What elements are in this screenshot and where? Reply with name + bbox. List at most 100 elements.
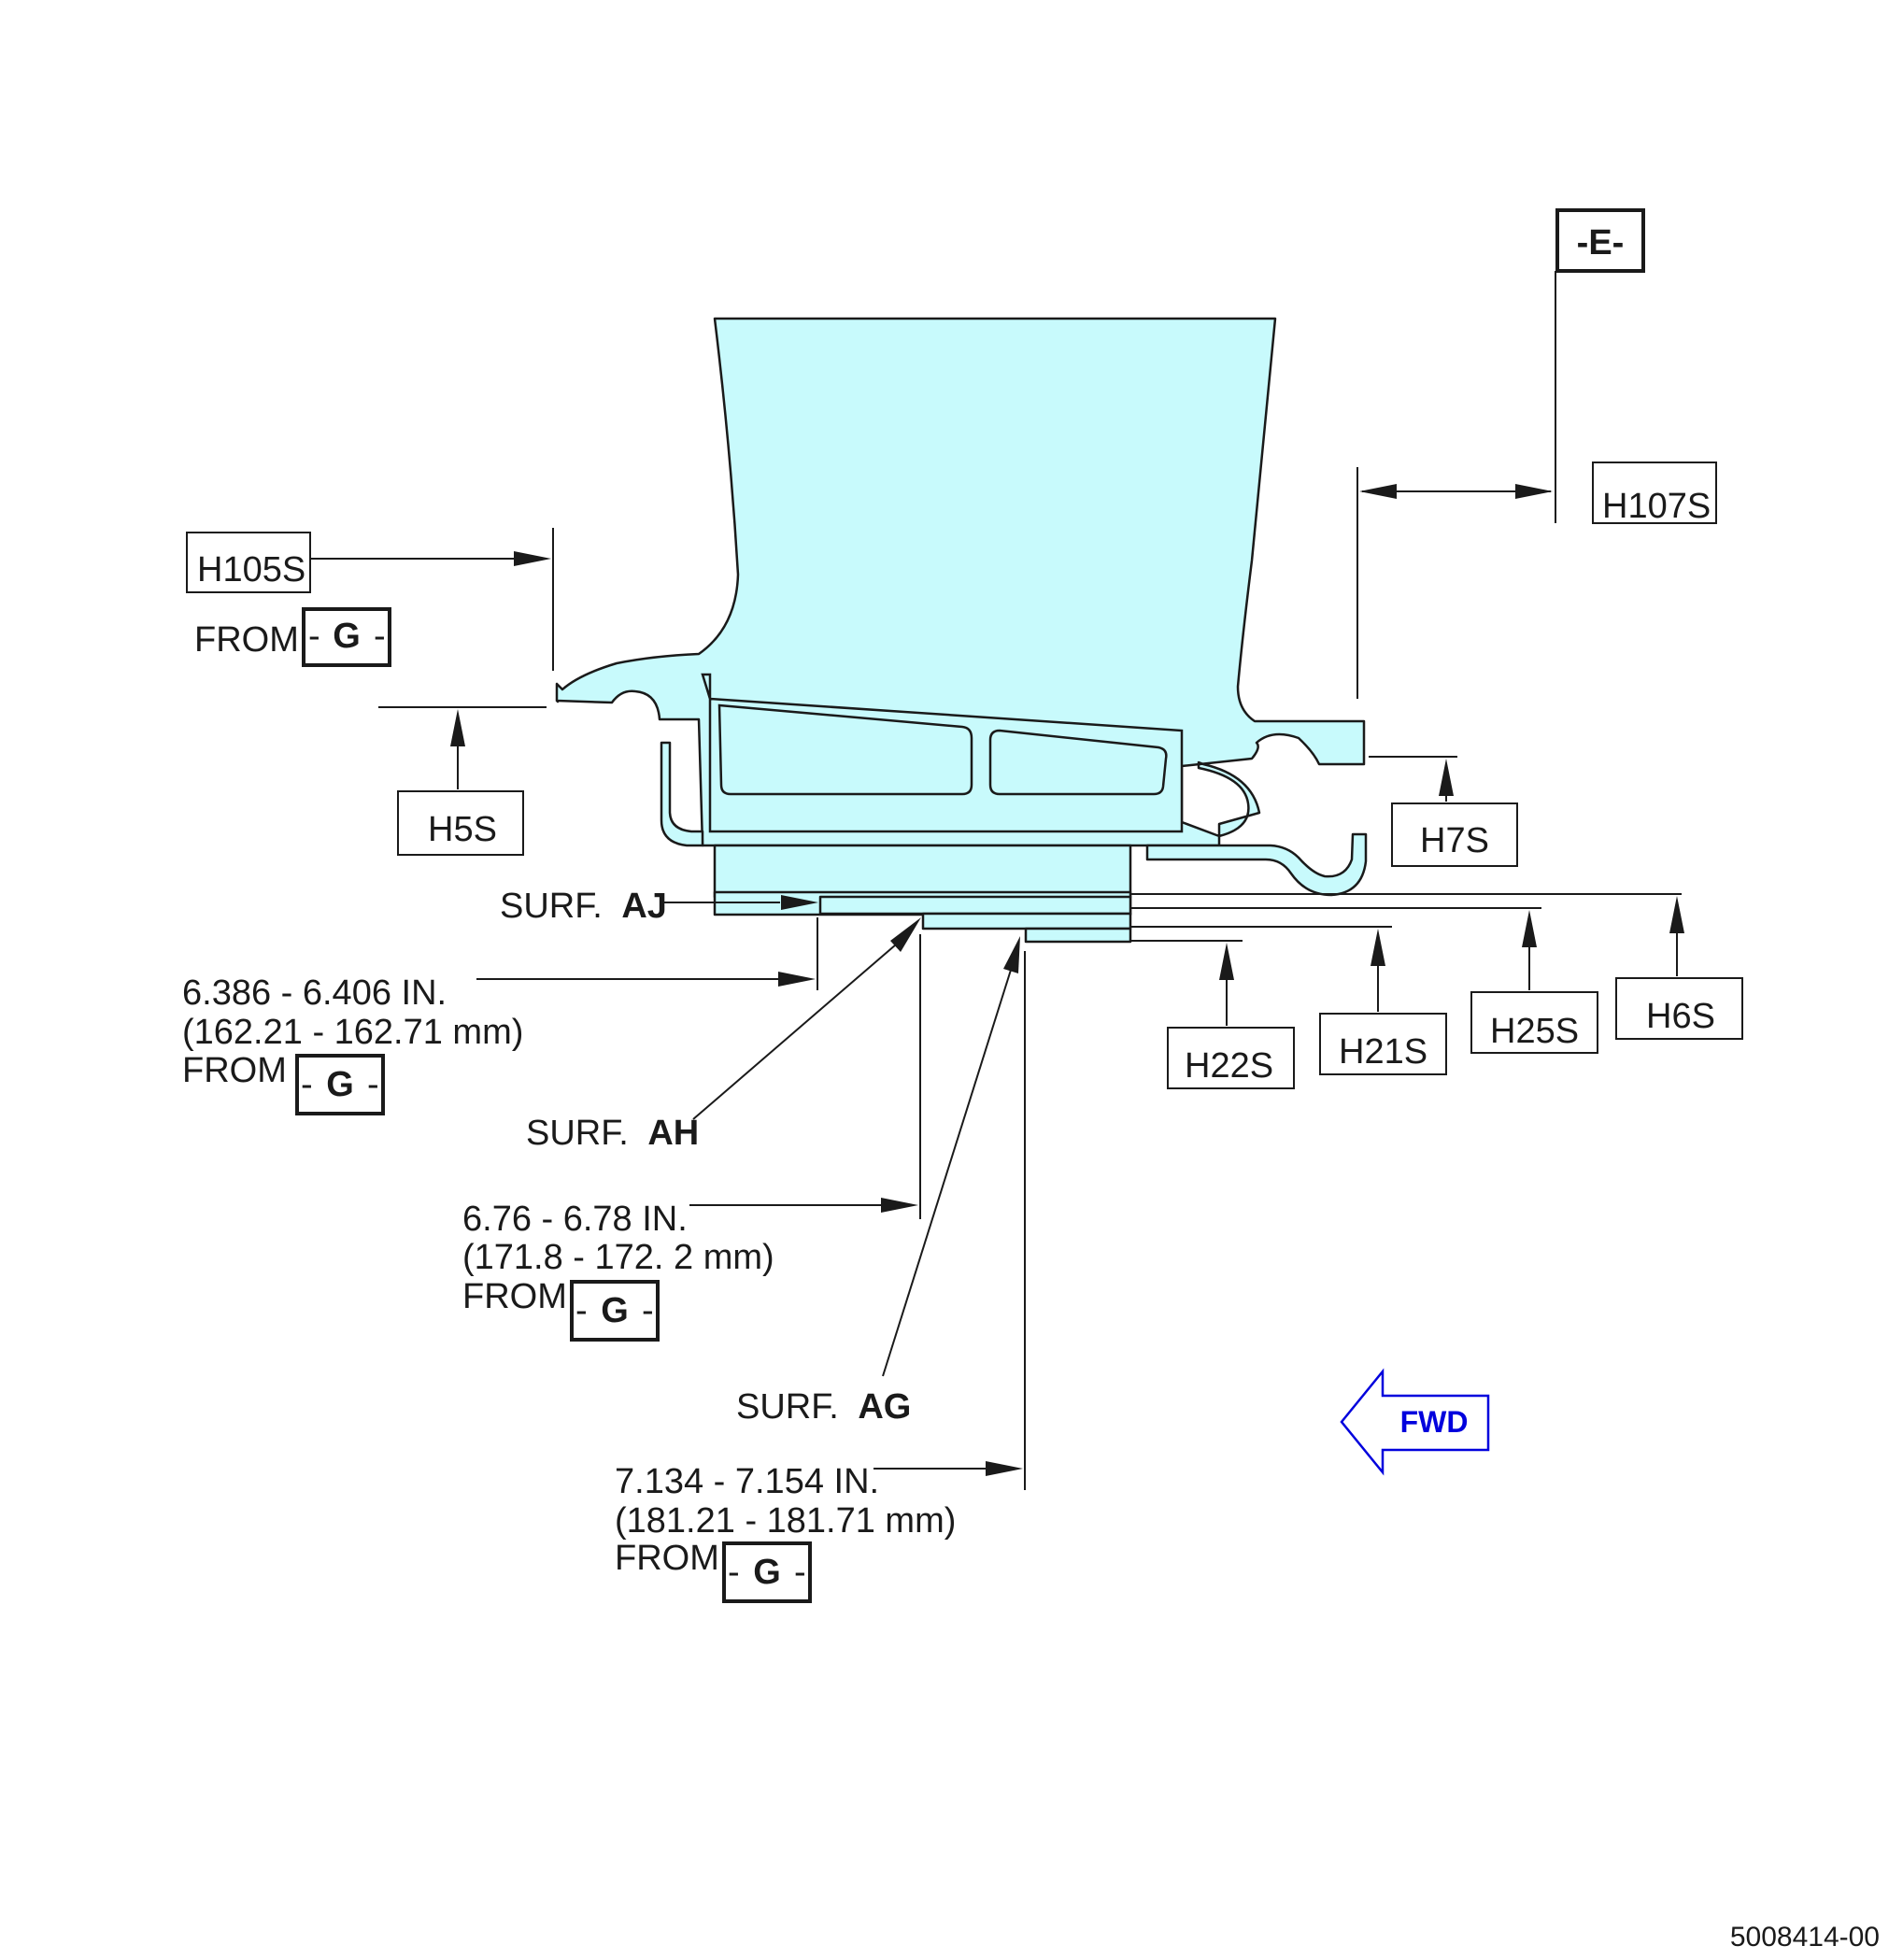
datum-g-dash-right: -	[794, 1553, 806, 1592]
d1-arrowhead	[778, 972, 816, 987]
datum-g-label: G	[753, 1553, 781, 1592]
fwd-direction-indicator: FWD	[1340, 1368, 1490, 1476]
surf-ah-code: AH	[647, 1114, 699, 1153]
h7s-label: H7S	[1420, 821, 1489, 860]
surf-ag-label: SURF. AG	[736, 1387, 911, 1427]
d2-arrowhead	[881, 1198, 918, 1213]
h7s-arrowhead	[1439, 759, 1454, 796]
tag-h21s: H21S	[1319, 1013, 1447, 1075]
surf-prefix: SURF.	[500, 887, 603, 926]
from-label: FROM	[194, 620, 299, 660]
cavity-left	[717, 703, 973, 796]
h107s-arrowhead-left	[1359, 484, 1397, 499]
h6s-label: H6S	[1646, 997, 1715, 1036]
surf-ag-code: AG	[858, 1387, 911, 1427]
h25s-box	[1470, 991, 1598, 1054]
drawing-number: 5008414-00	[1730, 1922, 1880, 1953]
shank-block	[713, 844, 1132, 899]
h21s-label: H21S	[1339, 1032, 1427, 1072]
surf-prefix: SURF.	[736, 1387, 839, 1427]
from-g-h105s: FROM - G -	[194, 607, 391, 667]
d3-mm: (181.21 - 181.71 mm)	[615, 1501, 956, 1541]
datum-g-box	[722, 1541, 812, 1603]
datum-g-dash-right: -	[367, 1065, 379, 1104]
h25s-arrowhead	[1522, 910, 1537, 947]
datum-g-label: G	[333, 617, 361, 656]
surf-ag-arrowhead	[1003, 936, 1020, 973]
dimension-d2: 6.76 - 6.78 IN. (171.8 - 172. 2 mm) FROM…	[462, 1200, 774, 1342]
h5s-box	[397, 790, 524, 856]
surf-ah-arrowhead	[890, 917, 921, 952]
h5s-label: H5S	[428, 810, 497, 849]
tag-h105s: H105S	[186, 532, 311, 593]
surf-ah-label: SURF. AH	[526, 1114, 699, 1153]
h105s-box	[186, 532, 311, 593]
h107s-label: H107S	[1602, 487, 1711, 526]
datum-g-dash-right: -	[642, 1291, 654, 1330]
tag-h7s: H7S	[1391, 802, 1518, 867]
from-label: FROM	[462, 1277, 567, 1316]
dimension-d3: 7.134 - 7.154 IN. (181.21 - 181.71 mm) F…	[615, 1462, 956, 1603]
surf-aj-label: SURF. AJ	[500, 887, 667, 926]
surf-prefix: SURF.	[526, 1114, 629, 1153]
d3-inches: 7.134 - 7.154 IN.	[615, 1462, 879, 1501]
datum-g-dash-left: -	[728, 1553, 740, 1592]
h25s-label: H25S	[1490, 1012, 1579, 1051]
cavity-right	[988, 729, 1168, 796]
datum-g-box	[570, 1280, 660, 1342]
d2-mm: (171.8 - 172. 2 mm)	[462, 1238, 774, 1277]
surf-ah-leader	[692, 938, 903, 1120]
h107s-box	[1592, 462, 1717, 524]
from-label: FROM	[182, 1051, 287, 1090]
surf-aj-callout: SURF. AJ	[500, 887, 667, 926]
surf-aj-arrowhead	[781, 895, 818, 910]
h21s-arrowhead	[1371, 929, 1385, 966]
d2-inches: 6.76 - 6.78 IN.	[462, 1200, 688, 1239]
datum-e-label: -E-	[1577, 223, 1625, 263]
datum-g-label: G	[601, 1291, 629, 1330]
d3-arrowhead	[986, 1461, 1023, 1476]
blade-part	[555, 317, 1368, 944]
h6s-arrowhead	[1669, 896, 1684, 933]
root-step-ag	[921, 912, 1132, 930]
h21s-box	[1319, 1013, 1447, 1075]
h22s-arrowhead	[1219, 943, 1234, 980]
datum-g-box	[302, 607, 391, 667]
rear-hook	[1145, 832, 1368, 897]
tag-h25s: H25S	[1470, 991, 1598, 1054]
tag-h22s: H22S	[1167, 1027, 1295, 1089]
h7s-box	[1391, 802, 1518, 867]
root-step-bottom	[1024, 927, 1132, 944]
from-label: FROM	[615, 1539, 719, 1578]
h5s-arrowhead	[450, 709, 465, 746]
datum-e-box	[1555, 208, 1645, 273]
fwd-arrow-icon	[1340, 1368, 1490, 1476]
tag-h5s: H5S	[397, 790, 524, 856]
surf-aj-code: AJ	[621, 887, 667, 926]
h22s-box	[1167, 1027, 1295, 1089]
datum-e: -E-	[1555, 208, 1645, 273]
datum-g-box	[295, 1054, 385, 1115]
datum-g-dash-left: -	[575, 1291, 588, 1330]
d1-inches: 6.386 - 6.406 IN.	[182, 973, 447, 1013]
dimension-lines	[308, 271, 1684, 1490]
dimension-d1: 6.386 - 6.406 IN. (162.21 - 162.71 mm) F…	[182, 973, 523, 1115]
seal-wire	[660, 741, 704, 847]
h6s-box	[1615, 977, 1743, 1040]
h105s-label: H105S	[197, 550, 305, 589]
tag-h6s: H6S	[1615, 977, 1743, 1040]
surf-ag-leader	[882, 966, 1013, 1377]
datum-g-dash-left: -	[301, 1065, 313, 1104]
h105s-arrowhead	[514, 551, 551, 566]
h22s-label: H22S	[1185, 1046, 1273, 1086]
fwd-label: FWD	[1400, 1405, 1469, 1439]
root-step-ah	[818, 895, 1132, 916]
datum-g-dash-right: -	[374, 617, 386, 656]
datum-g-label: G	[326, 1065, 354, 1104]
h107s-arrowhead-right	[1515, 484, 1553, 499]
surf-ah-callout: SURF. AH	[526, 1114, 699, 1153]
datum-g-dash-left: -	[308, 617, 320, 656]
surf-ag-callout: SURF. AG	[736, 1387, 911, 1427]
d1-mm: (162.21 - 162.71 mm)	[182, 1013, 523, 1052]
